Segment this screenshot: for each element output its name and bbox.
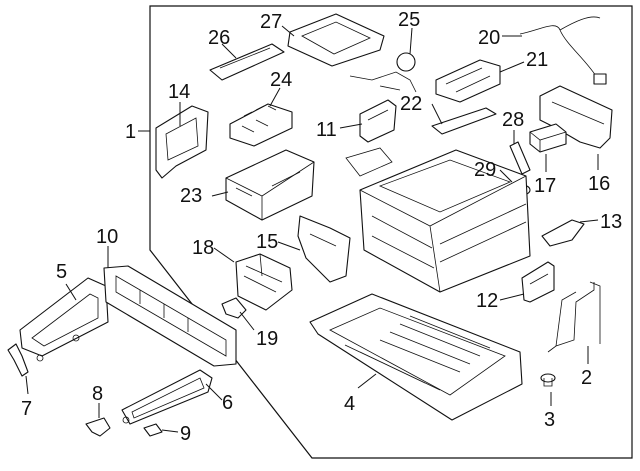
callout-3: 3: [544, 409, 555, 431]
callout-9: 9: [180, 423, 191, 445]
callout-21: 21: [526, 49, 548, 71]
callout-27: 27: [260, 11, 282, 33]
callout-14: 14: [168, 81, 190, 103]
leader-lines: [25, 25, 599, 433]
part-6-rail: [121, 369, 213, 425]
part-5-bracket: [19, 277, 109, 362]
part-23-unit: [225, 149, 315, 221]
part-2-rod: [547, 281, 601, 353]
callout-11: 11: [316, 119, 337, 141]
callout-20: 20: [478, 27, 500, 49]
part-17-module: [529, 123, 567, 153]
callout-1: 1: [125, 121, 136, 143]
callout-19: 19: [256, 328, 278, 350]
part-16-cover: [539, 85, 613, 149]
callout-5: 5: [56, 261, 67, 283]
callout-10: 10: [96, 226, 118, 248]
callout-17: 17: [534, 175, 556, 197]
callout-8: 8: [92, 383, 103, 405]
callout-24: 24: [270, 69, 292, 91]
callout-22: 22: [400, 93, 422, 115]
part-25-harness: [349, 52, 417, 93]
callout-2: 2: [581, 367, 592, 389]
part-20-cable: [519, 16, 607, 85]
part-28-sensor: [509, 141, 531, 175]
callout-25: 25: [398, 9, 420, 31]
part-7-clip: [7, 343, 29, 377]
part-21-junction-box: [435, 59, 501, 103]
callout-12: 12: [476, 290, 498, 312]
callout-16: 16: [588, 173, 610, 195]
part-22-bar: [431, 107, 497, 135]
part-24-module: [229, 103, 293, 147]
part-9-plug: [143, 423, 163, 437]
callout-7: 7: [21, 398, 32, 420]
callout-15: 15: [256, 231, 278, 253]
callout-26: 26: [208, 27, 230, 49]
part-10-frame: [103, 265, 237, 367]
callout-18: 18: [192, 237, 214, 259]
part-18-tray: [235, 253, 293, 311]
callout-6: 6: [222, 392, 233, 414]
part-13-shield: [541, 219, 585, 247]
part-15-bracket: [297, 215, 351, 283]
callout-28: 28: [502, 109, 524, 131]
part-3-fastener: [540, 373, 556, 387]
part-14-cover: [155, 105, 209, 179]
part-8-clip: [85, 417, 111, 437]
callout-29: 29: [474, 159, 496, 181]
callout-numbers: 1 2 3 4 5 6 7 8 9 10 11 12 13 14 15 16 1…: [21, 9, 622, 445]
assembly-frame: [149, 5, 633, 459]
part-12-bracket: [521, 261, 555, 303]
battery-pack-assembly: [345, 147, 531, 293]
part-4-floor-tray: [309, 293, 523, 421]
part-26-plate: [209, 43, 285, 81]
callout-4: 4: [344, 393, 355, 415]
part-27-shield: [287, 13, 385, 67]
part-11-bracket: [359, 99, 397, 143]
callout-23: 23: [180, 185, 202, 207]
callout-13: 13: [600, 211, 622, 233]
